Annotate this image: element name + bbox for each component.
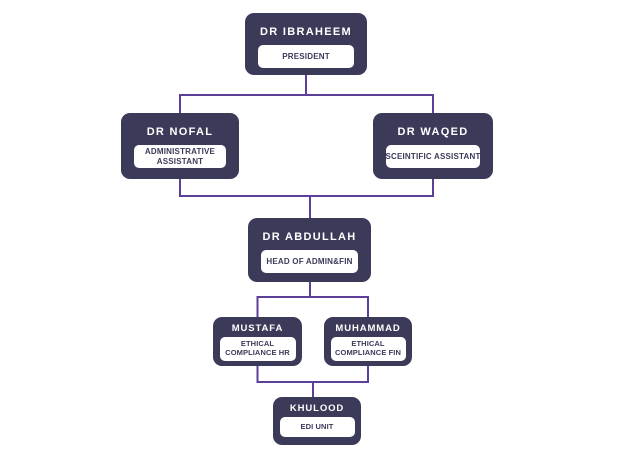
connector-abdullah-to-compliance — [256, 282, 369, 317]
connector-ibraheem-to-assistants — [179, 75, 434, 113]
node-name: MUHAMMAD — [335, 323, 401, 334]
org-node-muhammad: MUHAMMAD ETHICAL COMPLIANCE FIN — [324, 317, 412, 366]
org-node-dr-abdullah: DR ABDULLAH HEAD OF ADMIN&FIN — [248, 218, 371, 282]
node-title: ETHICAL COMPLIANCE FIN — [335, 339, 401, 357]
node-title-badge: HEAD OF ADMIN&FIN — [261, 250, 358, 273]
node-title-badge: SCEINTIFIC ASSISTANT — [385, 145, 481, 168]
node-title: SCEINTIFIC ASSISTANT — [385, 151, 481, 161]
node-title: EDI UNIT — [300, 421, 334, 431]
connector-compliance-to-khulood — [256, 366, 369, 397]
node-name: DR NOFAL — [146, 126, 214, 138]
org-node-mustafa: MUSTAFA ETHICAL COMPLIANCE HR — [213, 317, 302, 366]
node-title: PRESIDENT — [282, 51, 330, 61]
connector-assistants-to-abdullah — [179, 179, 434, 218]
node-title-badge: ADMINISTRATIVE ASSISTANT — [134, 145, 226, 169]
org-node-dr-waqed: DR WAQED SCEINTIFIC ASSISTANT — [373, 113, 493, 179]
node-title: HEAD OF ADMIN&FIN — [266, 256, 353, 266]
node-title-badge: ETHICAL COMPLIANCE HR — [219, 337, 296, 361]
node-name: DR WAQED — [397, 126, 469, 138]
node-name: KHULOOD — [289, 403, 345, 414]
org-node-dr-ibraheem: DR IBRAHEEM PRESIDENT — [245, 13, 367, 75]
node-name: DR IBRAHEEM — [260, 26, 352, 38]
node-name: MUSTAFA — [231, 323, 284, 334]
node-title-badge: EDI UNIT — [279, 417, 355, 437]
org-node-dr-nofal: DR NOFAL ADMINISTRATIVE ASSISTANT — [121, 113, 239, 179]
org-node-khulood: KHULOOD EDI UNIT — [273, 397, 361, 445]
node-title-badge: ETHICAL COMPLIANCE FIN — [330, 337, 406, 361]
node-title: ADMINISTRATIVE ASSISTANT — [144, 147, 216, 166]
node-title: ETHICAL COMPLIANCE HR — [225, 339, 290, 357]
node-name: DR ABDULLAH — [262, 231, 357, 243]
node-title-badge: PRESIDENT — [258, 45, 354, 68]
